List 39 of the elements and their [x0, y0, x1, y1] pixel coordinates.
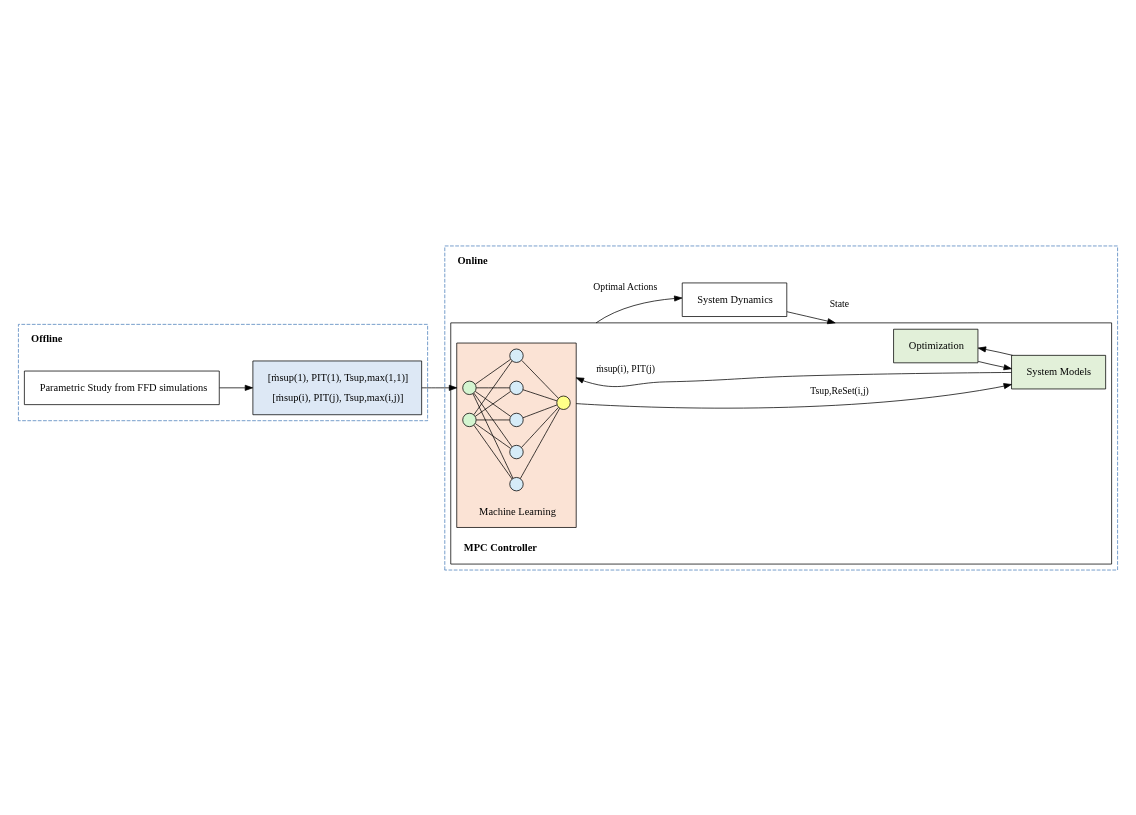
connector — [522, 404, 558, 418]
node-circle — [509, 380, 524, 395]
connector — [475, 419, 511, 420]
edge-label: ṁsup(i), PIT(j) — [596, 362, 656, 374]
node-circle — [509, 476, 524, 491]
node-box: [ṁsup(1), PIT(1), Tsup,max(1,1)] [ṁsup(i), PIT(j), Tsup,max(i,j)] — [252, 360, 422, 415]
arrow — [977, 360, 1012, 370]
connector — [473, 424, 513, 479]
connector — [475, 390, 511, 417]
edge-label: State — [829, 297, 850, 309]
node-circle — [509, 412, 524, 427]
node-circle — [462, 412, 477, 427]
edge-label: Optimal Actions — [593, 280, 658, 292]
connector — [475, 422, 511, 449]
node-box: Optimization — [893, 328, 979, 363]
connector — [475, 386, 511, 388]
node-circle — [509, 444, 524, 459]
node-box: Parametric Study from FFD simulations — [24, 370, 220, 405]
arrow — [421, 384, 458, 391]
node-box: System Models — [1011, 354, 1106, 389]
connector — [521, 359, 559, 398]
connector — [475, 358, 511, 385]
arrow — [575, 371, 1012, 387]
connector — [473, 392, 513, 447]
node-box: System Dynamics — [681, 282, 788, 317]
arrow — [219, 384, 254, 391]
arrow — [595, 295, 683, 323]
edge-label: Tsup,ReSet(i,j) — [810, 384, 869, 396]
cluster: Machine Learning — [456, 342, 577, 528]
connector — [519, 407, 560, 479]
node-circle — [556, 395, 571, 410]
connector — [473, 360, 513, 415]
connector — [521, 406, 559, 448]
arrow — [786, 310, 836, 324]
connector — [472, 393, 514, 479]
connector — [522, 388, 558, 401]
arrow — [977, 346, 1013, 356]
node-circle — [509, 348, 524, 363]
node-circle — [462, 380, 477, 395]
